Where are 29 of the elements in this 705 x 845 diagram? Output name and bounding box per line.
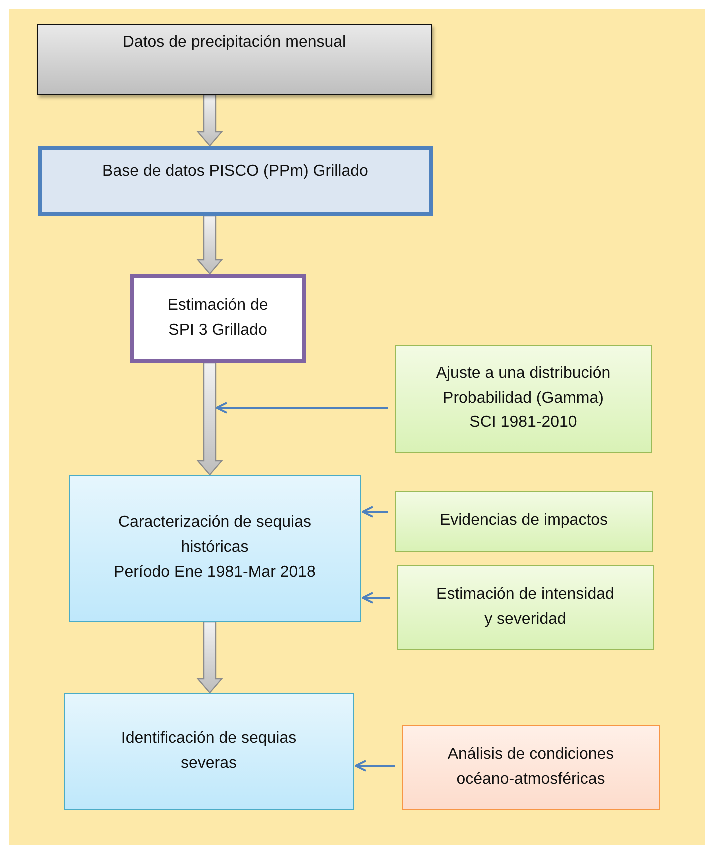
block-arrow xyxy=(196,621,224,694)
box-text: Probabilidad (Gamma) xyxy=(443,388,604,409)
block-arrow xyxy=(196,215,224,275)
database-box xyxy=(38,146,433,216)
arrow xyxy=(362,506,388,518)
arrow xyxy=(216,402,388,414)
box-text: Caracterización de sequias históricas xyxy=(118,513,312,558)
block-arrow xyxy=(196,362,224,476)
input-box xyxy=(395,345,652,453)
process-box xyxy=(37,24,432,95)
box-text: Estimación de SPI 3 Grillado xyxy=(166,296,270,340)
arrow xyxy=(355,760,395,772)
box-text: Período Ene 1981-Mar 2018 xyxy=(114,562,316,583)
box-text: Datos de precipitación mensual xyxy=(122,33,346,53)
input-box xyxy=(397,565,654,650)
process-box xyxy=(69,475,361,622)
input-box xyxy=(402,725,660,810)
box-text: Estimación de intensidad y severidad xyxy=(436,584,616,630)
block-arrow xyxy=(196,94,224,147)
box-text: Identificación de sequias severas xyxy=(120,728,298,774)
arrow xyxy=(362,592,390,604)
process-box xyxy=(130,274,306,363)
input-box xyxy=(395,491,653,552)
process-box xyxy=(64,693,354,810)
box-text: Base de datos PISCO (PPm) Grillado xyxy=(102,162,368,182)
box-text: SCI 1981-2010 xyxy=(470,413,578,434)
box-text: Análisis de condiciones océano-atmosféricas xyxy=(446,744,616,790)
box-text: Ajuste a una distribución xyxy=(436,364,611,384)
box-text: Evidencias de impactos xyxy=(440,511,608,532)
